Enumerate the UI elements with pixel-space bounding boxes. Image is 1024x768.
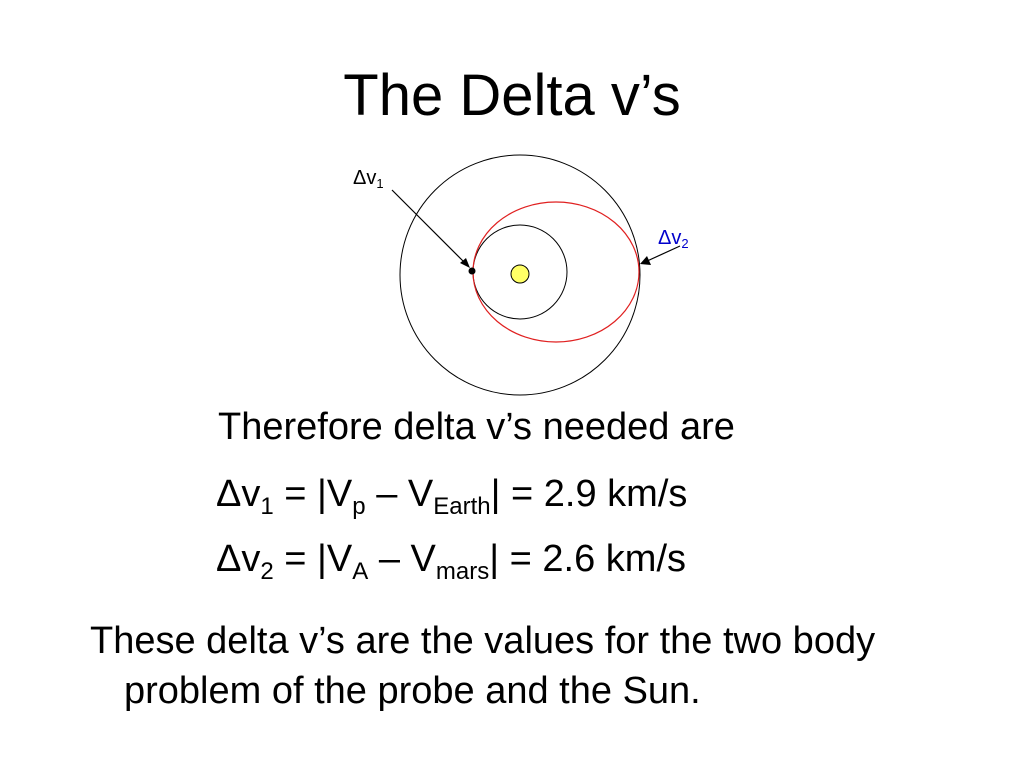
transfer-orbit (472, 201, 640, 343)
dv1-arrowhead (460, 258, 470, 268)
equation-dv2: Δv2 = |VA – Vmars| = 2.6 km/s (216, 536, 687, 585)
dv1-label-subscript: 1 (376, 176, 384, 191)
orbit-diagram (391, 154, 681, 396)
mars-orbit (399, 154, 641, 396)
dv1-label-symbol: Δv (353, 167, 377, 189)
sun (510, 264, 530, 284)
eq1-part-d: | = 2.9 km/s (490, 473, 688, 515)
page-title: The Delta v’s (343, 63, 681, 128)
eq1-sub-c: Earth (433, 493, 491, 520)
dv2-label-symbol: Δv (658, 227, 682, 249)
eq2-part-d: | = 2.6 km/s (489, 538, 687, 580)
intro-text: Therefore delta v’s needed are (218, 406, 735, 448)
equation-dv1: Δv1 = |Vp – VEarth| = 2.9 km/s (216, 471, 688, 520)
eq2-part-a: Δv (216, 538, 261, 580)
dv1-arrow-line (391, 189, 467, 265)
eq1-part-a: Δv (216, 473, 261, 515)
eq2-sub-a: 2 (260, 558, 274, 585)
eq2-part-c: – V (368, 538, 436, 580)
dv2-label-subscript: 2 (681, 236, 689, 251)
eq2-sub-c: mars (435, 558, 490, 585)
dv1-label: Δv1 (353, 166, 384, 190)
conclusion-text: These delta v’s are the values for the t… (90, 620, 876, 712)
eq1-part-c: – V (365, 473, 434, 515)
eq1-sub-b: p (352, 493, 366, 520)
dv2-label: Δv2 (658, 226, 689, 250)
dv2-arrowhead (640, 256, 651, 265)
eq2-sub-b: A (352, 558, 369, 585)
eq1-part-b: = |V (273, 473, 353, 515)
dv2-arrow-line (644, 245, 681, 263)
probe-dot (468, 267, 476, 275)
eq1-sub-a: 1 (260, 493, 274, 520)
eq2-part-b: = |V (273, 538, 353, 580)
